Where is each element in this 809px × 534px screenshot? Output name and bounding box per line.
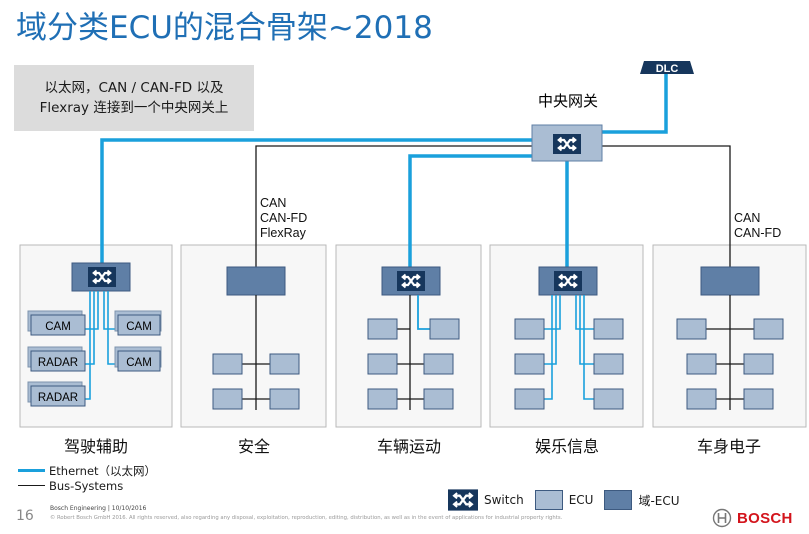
ecu (753, 318, 784, 340)
ecu (269, 353, 300, 375)
domain-label-body: 车身电子 (697, 437, 761, 456)
adas-node-radar-1 (30, 350, 86, 372)
legend-switch-label: Switch (484, 493, 524, 507)
gateway-label: 中央网关 (538, 92, 598, 110)
ecu (514, 318, 545, 340)
ecu (269, 388, 300, 410)
ecu-swatch (534, 490, 563, 510)
switch-icon (554, 271, 582, 291)
bosch-logo: BOSCH (712, 508, 793, 528)
adas-node-cam-2 (117, 314, 161, 336)
ecu (423, 388, 454, 410)
adas-node-label: RADAR (38, 357, 78, 369)
safety-domain-ecu (226, 266, 286, 296)
legend-bus-label: Bus-Systems (49, 478, 124, 493)
body-domain-ecu (700, 266, 760, 296)
ecu (686, 388, 717, 410)
ecu (367, 388, 398, 410)
bus-label-body-1: CAN (734, 211, 760, 225)
legend-ecu-label: ECU (568, 493, 594, 507)
dlc-label: DLC (656, 63, 679, 75)
switch-icon (397, 271, 425, 291)
page-title: 域分类ECU的混合骨架~2018 (16, 10, 433, 46)
footer-line-1: Bosch Engineering | 10/10/2016 (50, 505, 147, 512)
legend-domain-ecu-label: 域-ECU (638, 493, 680, 508)
footer-copyright: © Robert Bosch GmbH 2016. All rights res… (50, 515, 563, 521)
switch-icon (88, 267, 116, 287)
ecu (593, 388, 624, 410)
bus-label-safety-1: CAN (260, 196, 286, 210)
domain-ecu-swatch (604, 490, 633, 510)
note-line-2: Flexray 连接到一个中央网关上 (39, 100, 229, 116)
adas-node-label: CAM (126, 357, 152, 369)
adas-node-radar-2 (30, 385, 86, 407)
adas-node-cam-1 (30, 314, 86, 336)
safety-domain (212, 266, 300, 410)
chassis-domain (367, 266, 460, 410)
dlc-port (640, 61, 694, 74)
domain-label-chassis: 车辆运动 (377, 437, 441, 456)
bus-label-safety-2: CAN-FD (260, 211, 307, 225)
adas-node-label: CAM (45, 321, 71, 333)
ecu (212, 353, 243, 375)
ethernet-lines (100, 72, 668, 267)
callout-note: 以太网，CAN / CAN-FD 以及 Flexray 连接到一个中央网关上 (14, 65, 254, 131)
ecu (743, 353, 774, 375)
domain-label-safety: 安全 (238, 437, 270, 456)
ecu (367, 353, 398, 375)
domain-label-adas: 驾驶辅助 (64, 437, 128, 456)
bus-lines (255, 145, 731, 267)
bosch-logo-icon (712, 508, 732, 528)
ethernet-swatch (18, 468, 45, 473)
ecu (367, 318, 398, 340)
ecu (593, 353, 624, 375)
ecu (212, 388, 243, 410)
ecu (514, 353, 545, 375)
page-number: 16 (16, 508, 34, 524)
bus-label-safety-3: FlexRay (260, 226, 307, 240)
symbol-legend: Switch ECU 域-ECU (448, 489, 691, 511)
note-line-1: 以太网，CAN / CAN-FD 以及 (44, 80, 224, 96)
ecu (686, 353, 717, 375)
switch-icon (553, 134, 581, 154)
ecu (423, 353, 454, 375)
ecu (593, 318, 624, 340)
switch-icon (448, 489, 478, 511)
ecu (514, 388, 545, 410)
ecu (429, 318, 460, 340)
body-domain (676, 266, 784, 410)
line-legend: Ethernet（以太网） Bus-Systems (18, 463, 156, 493)
ecu (743, 388, 774, 410)
ecu (676, 318, 707, 340)
bus-label-body-2: CAN-FD (734, 226, 781, 240)
adas-node-label: CAM (126, 321, 152, 333)
bus-swatch (18, 484, 45, 487)
domain-label-infotainment: 娱乐信息 (535, 437, 599, 456)
adas-node-label: RADAR (38, 392, 78, 404)
brand-name: BOSCH (737, 509, 793, 527)
adas-domain: CAM RADAR RADAR CAM CAM (27, 262, 162, 407)
infotainment-domain (514, 266, 624, 410)
adas-node-cam-3 (117, 350, 161, 372)
legend-ethernet-label: Ethernet（以太网） (49, 463, 157, 478)
